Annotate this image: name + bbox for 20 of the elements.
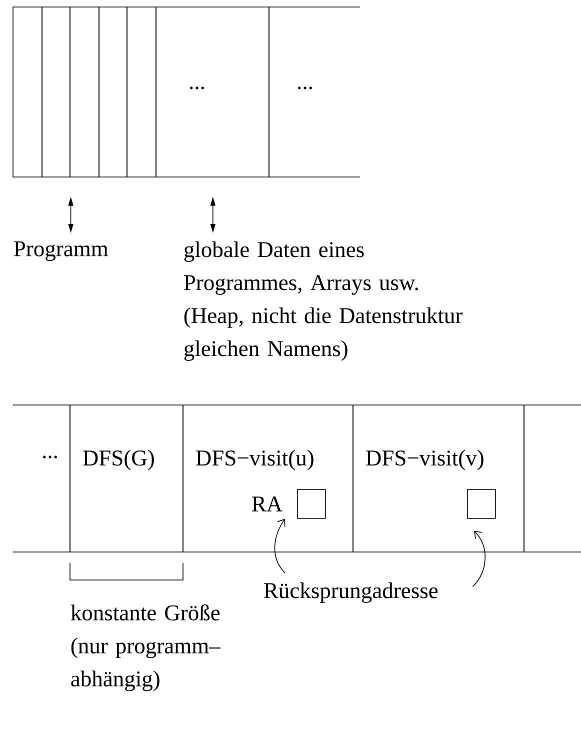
memory-cell xyxy=(98,6,128,178)
address-box xyxy=(297,489,326,519)
address-box xyxy=(467,489,496,519)
arrow xyxy=(472,530,486,588)
memory-cell xyxy=(12,6,42,178)
memory-cell: ... xyxy=(268,6,360,178)
memory-cell xyxy=(70,6,100,178)
arrow xyxy=(274,518,286,574)
note-text: Rücksprungadresse xyxy=(264,582,438,603)
memory-cell xyxy=(524,404,581,552)
note-text: globale Daten eines Programmes, Arrays usw. (Heap, nicht die Datenstruktur gleichen Namens) xyxy=(184,241,462,361)
note-text: konstante Größe (nur programm– abhängig) xyxy=(70,604,221,692)
memory-cell: ... xyxy=(156,6,270,178)
memory-cell xyxy=(126,6,156,178)
memory-cell: DFS−visit(v) xyxy=(352,404,524,552)
memory-cell xyxy=(42,6,70,178)
box-label: RA xyxy=(252,496,282,512)
note-text: Programm xyxy=(14,241,108,261)
memory-cell: ... xyxy=(12,404,70,552)
memory-cell: DFS(G) xyxy=(70,404,184,552)
